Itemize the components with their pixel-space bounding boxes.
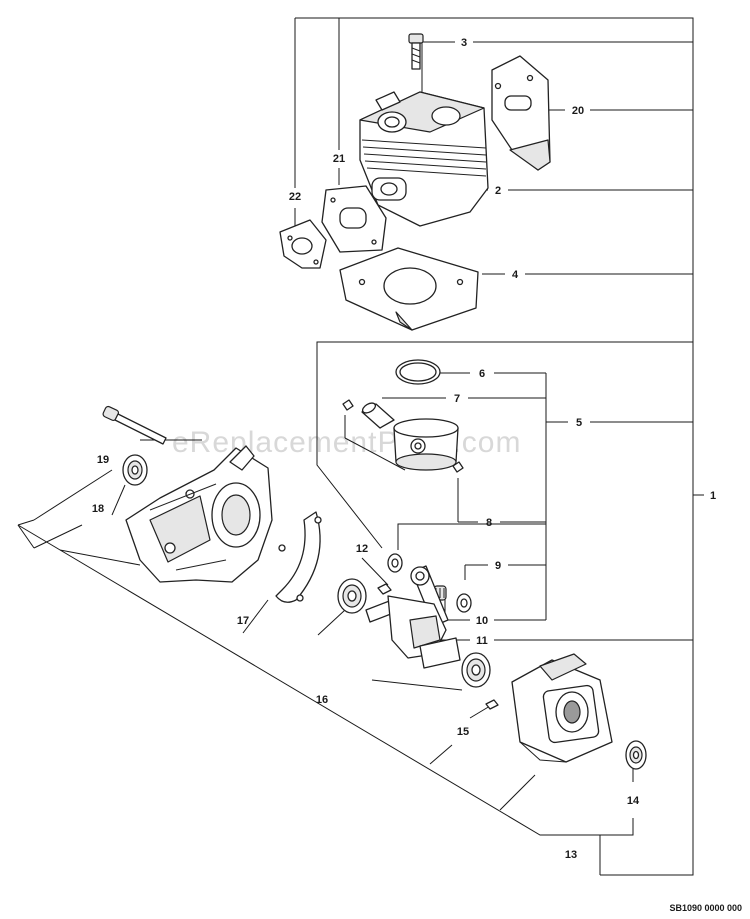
callout-1: 1	[710, 490, 716, 502]
oil-seal-right-part	[625, 740, 647, 770]
diagram-code: SB1090 0000 000	[669, 903, 742, 913]
piston-ring-part	[395, 359, 441, 385]
washer-part	[387, 553, 472, 613]
piston-pin-part	[361, 402, 395, 429]
callout-4: 4	[512, 269, 519, 281]
callout-7: 7	[454, 393, 460, 405]
callout-18: 18	[92, 503, 104, 515]
callout-13: 13	[565, 849, 577, 861]
callout-9: 9	[495, 560, 501, 572]
crankcase-gasket-part	[275, 511, 322, 603]
callout-3: 3	[461, 37, 467, 49]
heat-shield-part	[491, 55, 551, 171]
piston-part	[393, 418, 459, 471]
main-bearing-part	[337, 578, 491, 688]
callout-10: 10	[476, 615, 488, 627]
callout-14: 14	[627, 795, 640, 807]
bolt-part	[408, 33, 424, 70]
callout-19: 19	[97, 454, 109, 466]
callout-labels: 3 20 21 22 2 4 6 7 5 8 9 10 11 1 12 19 1…	[92, 37, 716, 861]
callout-22: 22	[289, 191, 301, 203]
circlip-part	[342, 399, 464, 473]
long-bolt-part	[102, 405, 167, 445]
cylinder-part	[359, 91, 489, 227]
woodruff-key-part	[377, 583, 392, 595]
callout-21: 21	[333, 153, 345, 165]
insulator-part	[279, 219, 327, 269]
callout-16: 16	[316, 694, 328, 706]
intake-gasket-part	[321, 185, 387, 253]
crankshaft-part	[365, 565, 461, 669]
callout-20: 20	[572, 105, 584, 117]
crankcase-part	[125, 445, 273, 583]
callout-15: 15	[457, 726, 469, 738]
base-gasket-part	[339, 247, 479, 331]
pin-part	[485, 699, 499, 710]
callout-12: 12	[356, 543, 368, 555]
callout-6: 6	[479, 368, 485, 380]
oil-seal-part	[122, 454, 148, 486]
crankcase-cover-part	[511, 653, 613, 763]
callout-2: 2	[495, 185, 501, 197]
callout-5: 5	[576, 417, 582, 429]
callout-8: 8	[486, 517, 492, 529]
watermark: eReplacementParts.com	[172, 426, 521, 459]
callout-11: 11	[476, 635, 488, 647]
callout-17: 17	[237, 615, 249, 627]
